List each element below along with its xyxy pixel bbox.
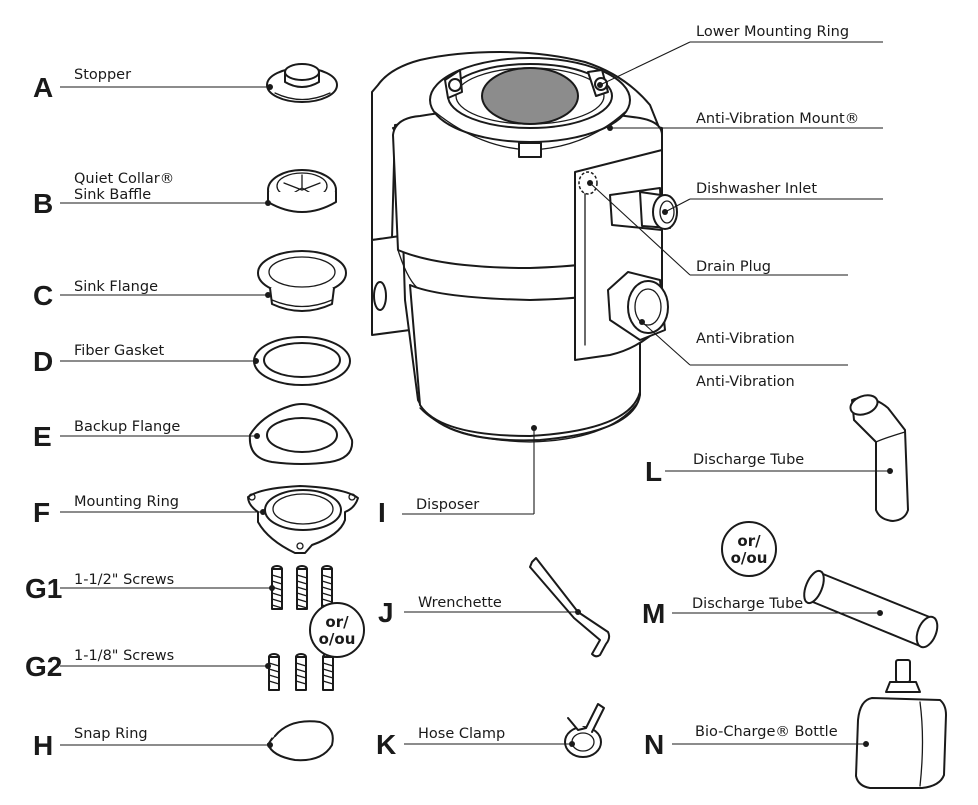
snap-ring-illustration <box>267 720 334 762</box>
label-baffle-line2: Sink Baffle <box>74 187 151 203</box>
short-screws-illustration <box>268 653 334 691</box>
long-screws-illustration <box>271 565 333 610</box>
label-discharge-tube-m: Discharge Tube <box>692 596 803 612</box>
or-badge-screws-line1: or/ <box>325 613 349 631</box>
or-badge-tubes: or/ o/ou <box>721 521 777 577</box>
letter-c: C <box>33 280 53 311</box>
wrenchette-illustration <box>529 557 611 658</box>
disposer-illustration <box>371 51 678 443</box>
label-disposer: Disposer <box>416 497 479 513</box>
or-badge-tubes-line1: or/ <box>737 532 761 550</box>
letter-m: M <box>642 598 665 629</box>
fiber-gasket-illustration <box>253 336 351 386</box>
discharge-tube-straight-illustration <box>803 569 939 649</box>
callout-lower-mounting-ring: Lower Mounting Ring <box>696 24 849 40</box>
or-badge-screws: or/ o/ou <box>309 602 365 658</box>
discharge-tube-bent-illustration <box>849 394 909 522</box>
label-short-screws: 1-1/8" Screws <box>74 648 174 664</box>
letter-d: D <box>33 346 53 377</box>
label-discharge-tube-l: Discharge Tube <box>693 452 804 468</box>
label-hose-clamp: Hose Clamp <box>418 726 505 742</box>
callout-anti-vibration-2: Anti-Vibration <box>696 374 795 390</box>
part-letters: A B C D E F G1 G2 H I J K L M N <box>25 72 665 761</box>
label-sink-flange: Sink Flange <box>74 279 158 295</box>
stopper-illustration <box>266 63 338 103</box>
letter-n: N <box>644 729 664 760</box>
sink-flange-illustration <box>257 250 347 312</box>
label-fiber-gasket: Fiber Gasket <box>74 343 164 359</box>
mounting-ring-illustration <box>247 485 359 554</box>
letter-h: H <box>33 730 53 761</box>
letter-g2: G2 <box>25 651 62 682</box>
callout-dishwasher-inlet: Dishwasher Inlet <box>696 181 817 197</box>
callout-anti-vibration-1: Anti-Vibration <box>696 331 795 347</box>
callout-drain-plug: Drain Plug <box>696 259 771 275</box>
callout-anti-vibration-mount: Anti-Vibration Mount® <box>696 111 859 127</box>
label-stopper: Stopper <box>74 67 131 83</box>
letter-i: I <box>378 497 386 528</box>
or-badge-tubes-line2: o/ou <box>731 549 768 567</box>
hose-clamp-illustration <box>564 703 605 758</box>
letter-e: E <box>33 421 52 452</box>
bio-charge-bottle-illustration <box>855 659 947 789</box>
label-mounting-ring: Mounting Ring <box>74 494 179 510</box>
label-backup-flange: Backup Flange <box>74 419 180 435</box>
label-long-screws: 1-1/2" Screws <box>74 572 174 588</box>
leader-lines <box>60 41 893 748</box>
letter-l: L <box>645 456 662 487</box>
label-snap-ring: Snap Ring <box>74 726 148 742</box>
label-bio-charge: Bio-Charge® Bottle <box>695 724 838 740</box>
label-baffle-line1: Quiet Collar® <box>74 171 174 187</box>
backup-flange-illustration <box>248 403 354 465</box>
letter-b: B <box>33 188 53 219</box>
part-labels: Stopper Quiet Collar® Sink Baffle Sink F… <box>74 24 859 742</box>
letter-f: F <box>33 497 50 528</box>
letter-k: K <box>376 729 396 760</box>
label-wrenchette: Wrenchette <box>418 595 502 611</box>
letter-j: J <box>378 597 394 628</box>
or-badge-screws-line2: o/ou <box>319 630 356 648</box>
sink-baffle-illustration <box>267 169 337 213</box>
letter-a: A <box>33 72 53 103</box>
letter-g1: G1 <box>25 573 62 604</box>
